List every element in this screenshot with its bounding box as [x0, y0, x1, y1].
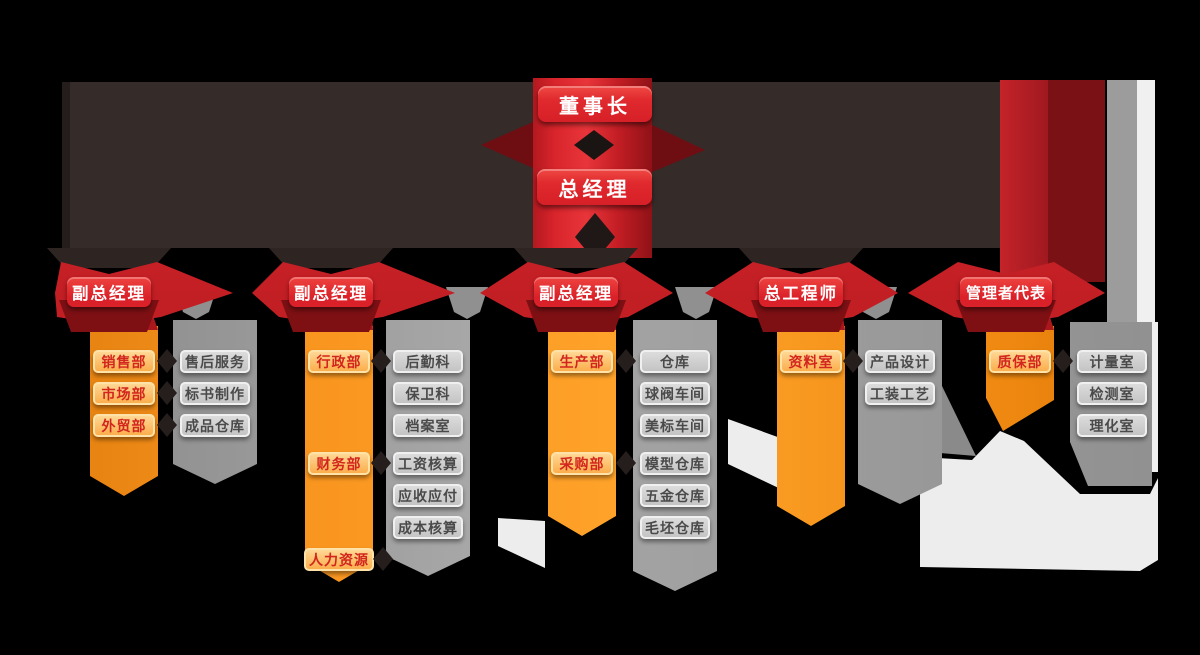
- dept-box: 销售部: [93, 350, 155, 373]
- dept-box: 资料室: [780, 350, 842, 373]
- red-ribbon-column-right: [1000, 80, 1048, 282]
- sub-unit-box: 成本核算: [393, 516, 463, 539]
- dept-box: 采购部: [551, 452, 613, 475]
- dept-box: 生产部: [551, 350, 613, 373]
- dept-box: 质保部: [989, 350, 1051, 373]
- sub-unit-box: 球阀车间: [640, 382, 710, 405]
- branch-head: 总工程师: [759, 277, 843, 307]
- branch-head: 副总经理: [67, 277, 151, 307]
- sub-unit-box: 美标车间: [640, 414, 710, 437]
- dark-ribbon-band-left-fold: [62, 82, 70, 248]
- sub-unit-box: 五金仓库: [640, 484, 710, 507]
- sub-unit-box: 售后服务: [180, 350, 250, 373]
- node-general-manager: 总经理: [537, 169, 652, 205]
- dept-box: 财务部: [308, 452, 370, 475]
- sub-unit-box: 仓库: [640, 350, 710, 373]
- node-chairman: 董事长: [538, 86, 652, 122]
- sub-unit-box: 检测室: [1077, 382, 1147, 405]
- branch-head: 管理者代表: [960, 277, 1052, 307]
- sub-unit-box: 工资核算: [393, 452, 463, 475]
- sub-unit-box: 标书制作: [180, 382, 250, 405]
- sub-unit-box: 应收应付: [393, 484, 463, 507]
- sub-unit-box: 成品仓库: [180, 414, 250, 437]
- branch-head: 副总经理: [289, 277, 373, 307]
- sub-unit-box: 工装工艺: [865, 382, 935, 405]
- dept-box: 行政部: [308, 350, 370, 373]
- dept-box: 外贸部: [93, 414, 155, 437]
- dark-red-ribbon-column-right: [1048, 80, 1105, 282]
- dept-box: 市场部: [93, 382, 155, 405]
- sub-unit-box: 保卫科: [393, 382, 463, 405]
- sub-unit-box: 档案室: [393, 414, 463, 437]
- dept-box: 人力资源: [304, 548, 374, 571]
- sub-unit-box: 产品设计: [865, 350, 935, 373]
- gray-ribbon-column-right: [1107, 80, 1137, 322]
- sub-unit-box: 后勤科: [393, 350, 463, 373]
- white-ribbon-column-right: [1137, 80, 1155, 322]
- branch-head: 副总经理: [534, 277, 618, 307]
- sub-unit-box: 模型仓库: [640, 452, 710, 475]
- white-ribbon-edge-right: [1150, 322, 1158, 472]
- sub-unit-box: 毛坯仓库: [640, 516, 710, 539]
- sub-unit-box: 理化室: [1077, 414, 1147, 437]
- sub-unit-box: 计量室: [1077, 350, 1147, 373]
